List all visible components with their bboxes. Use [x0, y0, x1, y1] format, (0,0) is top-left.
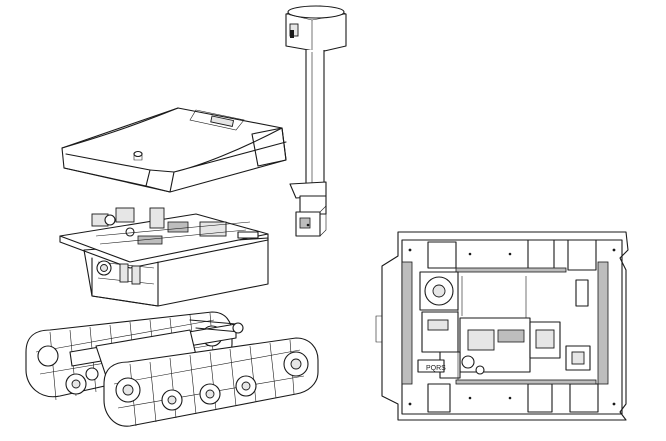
chassis-label: PQRS: [426, 365, 446, 372]
electronics-bay: [59, 207, 269, 307]
top-cover: [61, 107, 287, 193]
tracked-chassis: [25, 311, 319, 427]
chassis-top-view: PQRS: [375, 231, 629, 421]
sensor-mast: [285, 5, 347, 237]
